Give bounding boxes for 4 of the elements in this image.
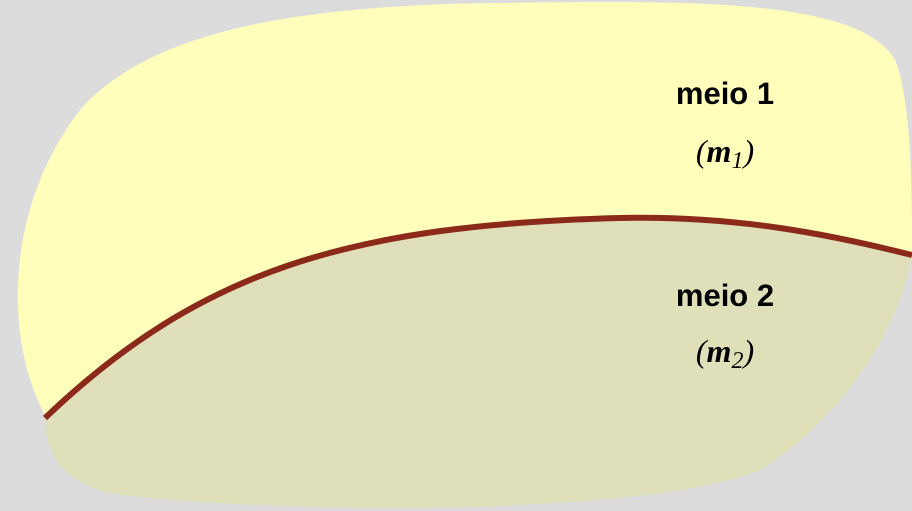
permeability-symbol: (m$_{1}$) — [696, 135, 754, 167]
medium-label: meio 1 — [676, 78, 774, 109]
permeability-symbol: (m$_{2}$) — [696, 335, 754, 367]
medium-label: meio 2 — [676, 280, 774, 311]
